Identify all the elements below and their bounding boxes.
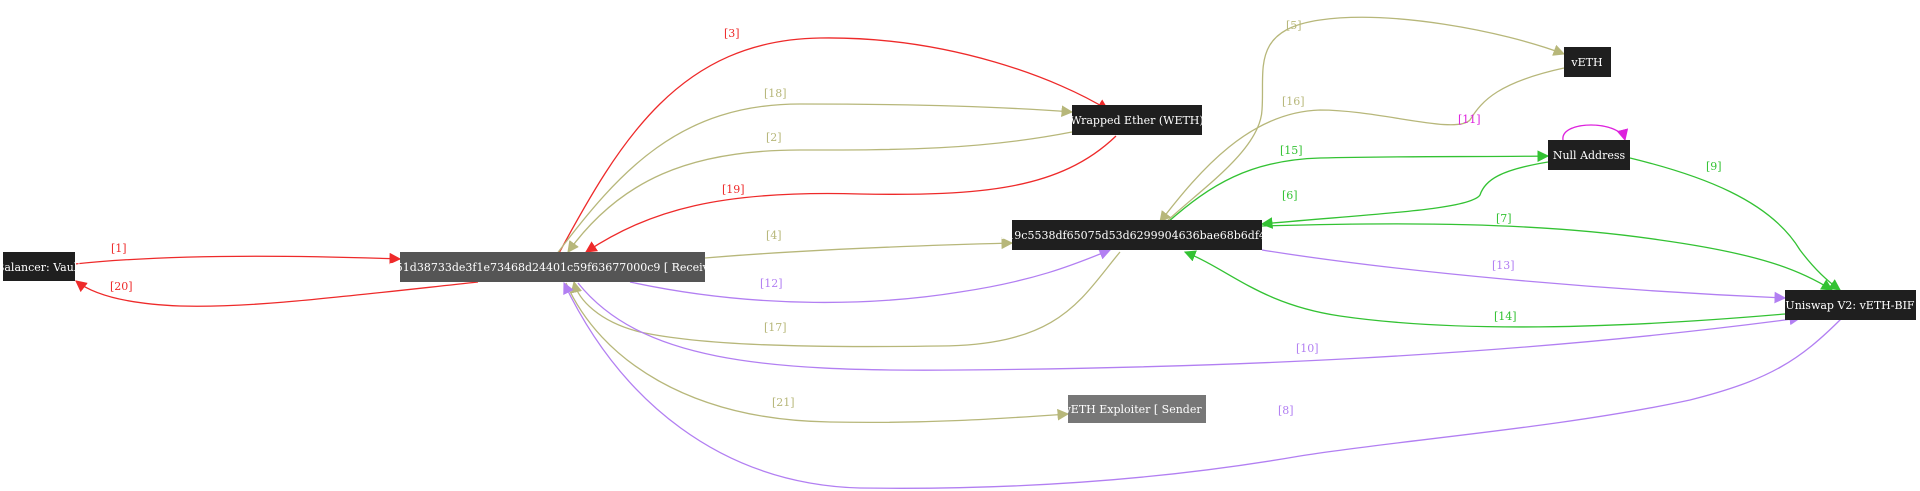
node-weth[interactable]: Wrapped Ether (WETH) [1070, 105, 1204, 135]
edge-20 [75, 280, 479, 307]
node-receiver[interactable]: 0x351d38733de3f1e73468d24401c59f63677000… [376, 252, 729, 282]
edge-label-4: [4] [766, 229, 782, 242]
edge-4 [704, 237, 1014, 259]
edge-label-3: [3] [724, 27, 740, 40]
edge-3 [557, 37, 1109, 256]
edge-7 [1261, 223, 1833, 291]
node-uniswap[interactable]: Uniswap V2: vETH-BIF [1785, 290, 1916, 320]
node-label-weth: Wrapped Ether (WETH) [1070, 114, 1203, 127]
edge-15 [1167, 150, 1550, 223]
node-contract[interactable]: 0x19c5538df65075d53d6299904636bae68b6df4… [994, 220, 1280, 250]
edge-label-16: [16] [1282, 95, 1305, 108]
node-label-contract: 0x19c5538df65075d53d6299904636bae68b6df4… [994, 229, 1280, 242]
edge-2 [567, 131, 1073, 253]
edge-13 [1261, 249, 1787, 304]
edge-label-19: [19] [722, 183, 745, 196]
node-balancer-vault[interactable]: Balancer: Vault [0, 252, 82, 281]
edge-label-8: [8] [1278, 404, 1294, 417]
edge-label-9: [9] [1706, 160, 1722, 173]
node-label-receiver: 0x351d38733de3f1e73468d24401c59f63677000… [376, 261, 729, 274]
edge-label-18: [18] [764, 87, 787, 100]
edge-11 [1562, 124, 1629, 142]
edge-label-12: [12] [760, 277, 783, 290]
edge-18 [555, 103, 1074, 256]
node-label-veth: vETH [1570, 56, 1602, 69]
edge-label-14: [14] [1494, 310, 1517, 323]
node-veth-exploiter[interactable]: vETH Exploiter [ Sender ] [1064, 395, 1210, 423]
edge-label-10: [10] [1296, 342, 1319, 355]
edge-label-13: [13] [1492, 259, 1515, 272]
edge-label-20: [20] [110, 280, 133, 293]
edge-16 [1159, 67, 1565, 223]
edge-1 [74, 252, 402, 265]
edge-21 [565, 282, 1070, 424]
node-label-uniswap: Uniswap V2: vETH-BIF [1785, 299, 1914, 312]
node-null-address[interactable]: Null Address [1548, 140, 1630, 170]
edge-10 [577, 282, 1802, 371]
edge-label-5: [5] [1286, 19, 1302, 32]
edge-14 [1183, 250, 1786, 328]
edge-8 [563, 281, 1843, 489]
edge-label-15: [15] [1280, 144, 1303, 157]
edge-label-11: [11] [1458, 113, 1481, 126]
edge-9 [1629, 157, 1841, 291]
node-label-veth-exploiter: vETH Exploiter [ Sender ] [1064, 403, 1210, 416]
edge-17 [570, 251, 1121, 348]
edge-label-2: [2] [766, 131, 782, 144]
edge-label-6: [6] [1282, 189, 1298, 202]
edge-label-21: [21] [772, 396, 795, 409]
edge-label-1: [1] [111, 242, 127, 255]
edge-6 [1260, 161, 1549, 229]
edge-label-17: [17] [764, 321, 787, 334]
node-veth[interactable]: vETH [1564, 47, 1611, 77]
edge-label-7: [7] [1496, 212, 1512, 225]
node-label-null-address: Null Address [1553, 149, 1626, 162]
edge-19 [585, 135, 1117, 253]
edge-12 [629, 248, 1112, 304]
node-label-balancer-vault: Balancer: Vault [0, 261, 82, 274]
edge-5 [1165, 16, 1566, 223]
